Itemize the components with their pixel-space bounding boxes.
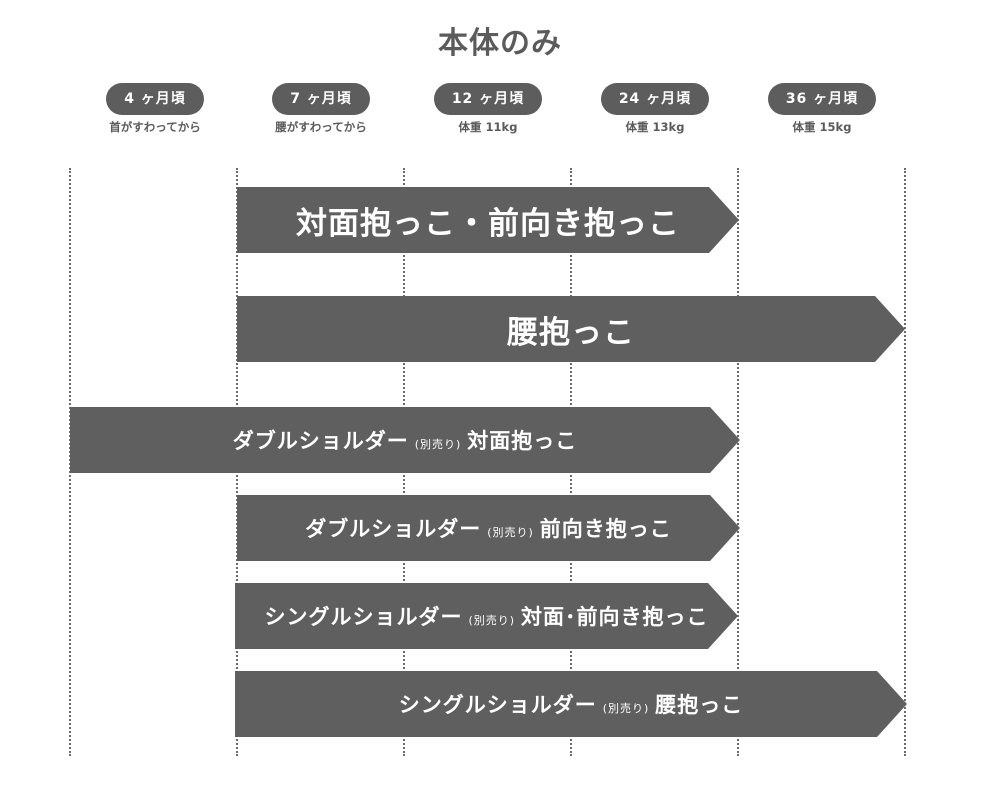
milestone-age-pill: 4 ヶ月頃 [106, 83, 204, 115]
milestone-caption: 体重 15kg [792, 120, 852, 134]
band-title: 腰抱っこ [655, 693, 744, 717]
milestone-caption: 首がすわってから [109, 120, 201, 134]
band-face-in-face-out-carry: 対面抱っこ・前向き抱っこ [237, 187, 739, 253]
milestone-age-pill: 24 ヶ月頃 [600, 83, 710, 115]
band-title: 対面･前向き抱っこ [521, 605, 709, 629]
band-label: ダブルショルダー (別売り) 対面抱っこ [233, 425, 578, 455]
band-accessory: ダブルショルダー [305, 517, 482, 541]
band-title: 前向き抱っこ [539, 517, 672, 541]
gridline [904, 168, 906, 756]
band-double-shoulder-face-in: ダブルショルダー (別売り) 対面抱っこ [70, 407, 740, 473]
milestone-24-months: 24 ヶ月頃 体重 13kg [585, 83, 725, 135]
band-single-shoulder-face-in-out: シングルショルダー (別売り) 対面･前向き抱っこ [235, 583, 738, 649]
band-sold-separately-note: (別売り) [468, 614, 516, 627]
band-title: 腰抱っこ [507, 314, 635, 351]
band-label: シングルショルダー (別売り) 腰抱っこ [399, 689, 744, 719]
band-title: 対面抱っこ・前向き抱っこ [296, 205, 680, 242]
band-sold-separately-note: (別売り) [602, 702, 650, 715]
band-sold-separately-note: (別売り) [414, 438, 462, 451]
milestone-age-pill: 36 ヶ月頃 [767, 83, 877, 115]
band-label: ダブルショルダー (別売り) 前向き抱っこ [305, 513, 672, 543]
band-label: 対面抱っこ・前向き抱っこ [296, 198, 680, 243]
milestone-7-months: 7 ヶ月頃 腰がすわってから [251, 83, 391, 135]
band-sold-separately-note: (別売り) [487, 526, 534, 539]
band-accessory: ダブルショルダー [232, 429, 409, 453]
band-single-shoulder-hip-carry: シングルショルダー (別売り) 腰抱っこ [235, 671, 907, 737]
band-accessory: シングルショルダー [264, 605, 463, 629]
milestone-36-months: 36 ヶ月頃 体重 15kg [752, 83, 892, 135]
milestone-age-pill: 7 ヶ月頃 [272, 83, 370, 115]
milestone-caption: 腰がすわってから [275, 120, 367, 134]
milestone-4-months: 4 ヶ月頃 首がすわってから [85, 83, 225, 135]
milestone-caption: 体重 13kg [625, 120, 685, 134]
band-label: 腰抱っこ [507, 307, 635, 352]
page-title: 本体のみ [438, 26, 562, 61]
milestone-age-pill: 12 ヶ月頃 [433, 83, 543, 115]
gridline [737, 168, 739, 756]
band-double-shoulder-face-out: ダブルショルダー (別売り) 前向き抱っこ [237, 495, 740, 561]
band-title: 対面抱っこ [467, 429, 578, 453]
milestone-12-months: 12 ヶ月頃 体重 11kg [418, 83, 558, 135]
band-label: シングルショルダー (別売り) 対面･前向き抱っこ [264, 601, 708, 631]
band-accessory: シングルショルダー [398, 693, 597, 717]
milestone-caption: 体重 11kg [458, 120, 518, 134]
band-hip-carry: 腰抱っこ [237, 296, 905, 362]
